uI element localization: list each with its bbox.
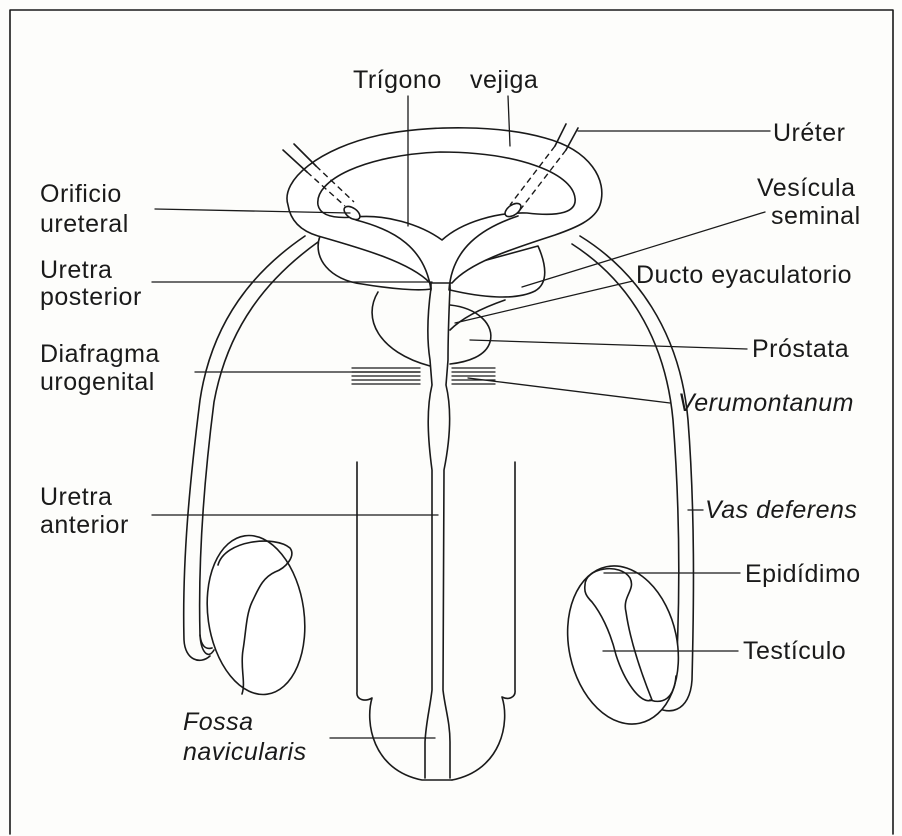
label-uretra-anterior-line1: Uretra (40, 483, 112, 511)
prostate-right-lobe (450, 305, 491, 364)
label-diafragma-urogenital-line1: Diafragma (40, 340, 160, 368)
label-prostata: Próstata (752, 335, 849, 363)
urogenital-diaphragm (352, 368, 495, 384)
label-fossa-navicularis-line2: navicularis (183, 738, 307, 766)
penis-left-outline (357, 462, 452, 780)
leader-verumontanum (468, 378, 670, 403)
label-vesicula-seminal-line1: Vesícula (757, 174, 856, 202)
label-testiculo: Testículo (743, 637, 846, 665)
ureter-right-wall-b (566, 128, 578, 150)
label-fossa-navicularis-line1: Fossa (183, 708, 254, 736)
label-ureter: Uréter (773, 119, 845, 147)
label-diafragma-urogenital-line2: urogenital (40, 368, 155, 396)
prostate-left-lobe (372, 292, 430, 366)
label-uretra-posterior-line2: posterior (40, 283, 142, 311)
label-vas-deferens: Vas deferens (705, 496, 857, 524)
testis-left (197, 529, 314, 701)
label-ducto-eyaculatorio: Ducto eyaculatorio (636, 261, 852, 289)
label-verumontanum: Verumontanum (678, 389, 854, 417)
label-vejiga: vejiga (470, 66, 538, 94)
label-uretra-posterior-line1: Uretra (40, 256, 112, 284)
label-orificio-ureteral-line2: ureteral (40, 210, 129, 238)
label-epididimo: Epidídimo (745, 560, 861, 588)
urethra-right-wall (443, 288, 450, 778)
diaphragm-hatch-right (452, 368, 495, 384)
diaphragm-hatch-left (352, 368, 420, 384)
label-orificio-ureteral-line1: Orificio (40, 180, 122, 208)
penis-right-outline (452, 462, 515, 780)
label-uretra-anterior-line2: anterior (40, 511, 129, 539)
label-vesicula-seminal-line2: seminal (771, 202, 861, 230)
label-trigono: Trígono (353, 66, 442, 94)
urethra-left-wall (425, 288, 432, 778)
leader-prostata (470, 340, 747, 349)
